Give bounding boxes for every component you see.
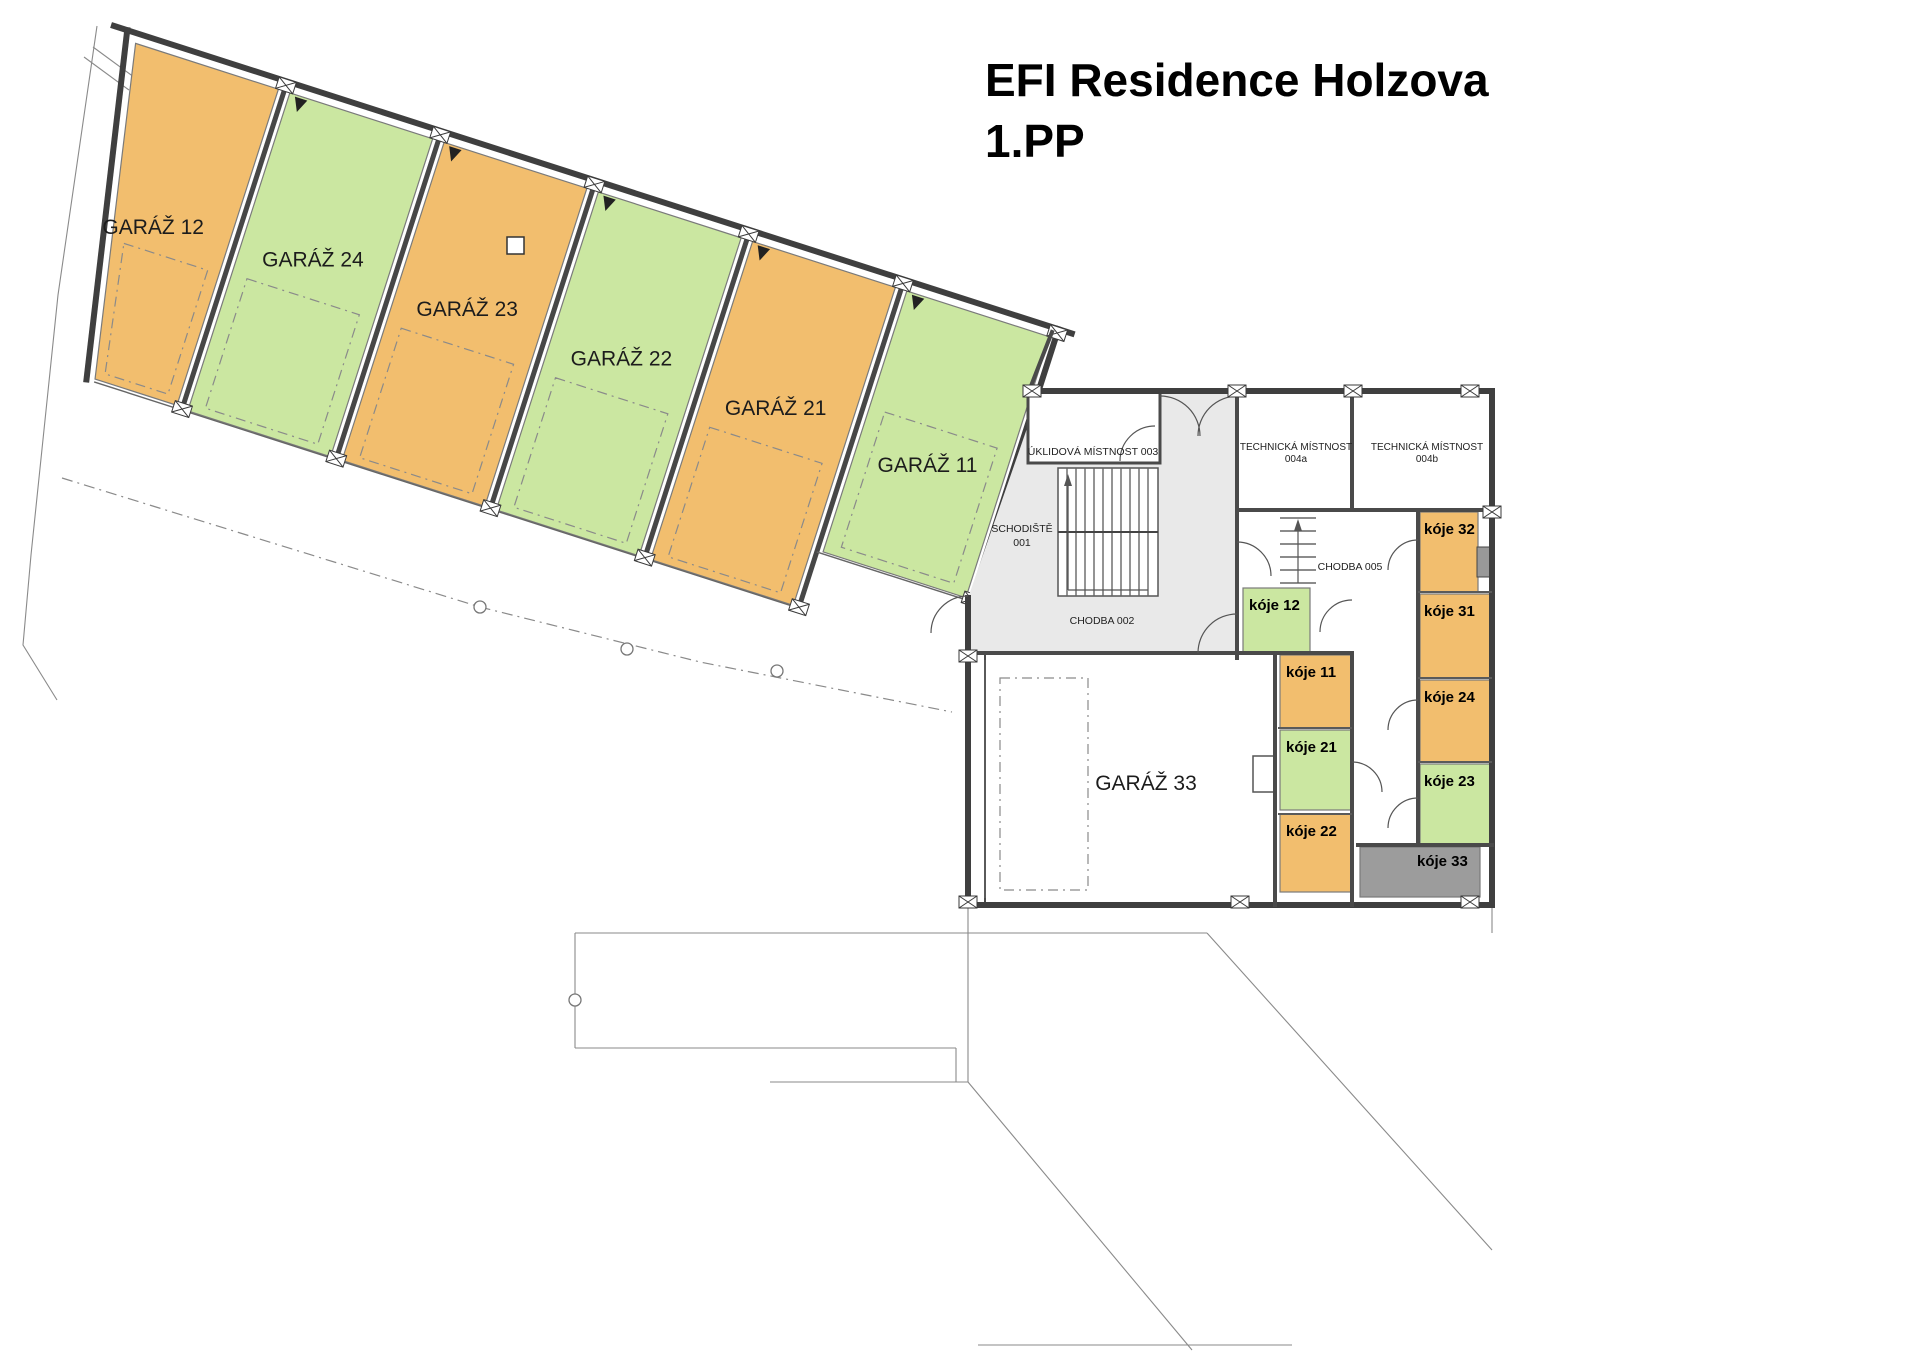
- garage-23-area[interactable]: [341, 141, 588, 508]
- parking-stall-outlines: [104, 242, 998, 594]
- room-technicka-004a-name: TECHNICKÁ MÍSTNOST: [1240, 440, 1352, 453]
- block-walls: [965, 329, 1495, 908]
- room-technicka-004b-number: 004b: [1416, 454, 1439, 465]
- room-technicka-004a-number: 004a: [1285, 454, 1308, 465]
- room-uklidova-label: ÚKLIDOVÁ MÍSTNOST 003: [1028, 445, 1159, 458]
- koje-33-label: kóje 33: [1417, 853, 1468, 870]
- room-chodba-002-label: CHODBA 002: [1070, 615, 1135, 627]
- koje-31-label: kóje 31: [1424, 603, 1475, 620]
- garage-21-label: GARÁŽ 21: [725, 397, 827, 420]
- garage-23-label: GARÁŽ 23: [416, 298, 518, 321]
- koje-24-label: kóje 24: [1424, 689, 1476, 706]
- garage-33-stall: [999, 677, 1089, 891]
- garage-24-label: GARÁŽ 24: [262, 248, 364, 271]
- koje-33-area[interactable]: [1359, 846, 1481, 898]
- koje-12-label: kóje 12: [1249, 597, 1300, 614]
- staircase-001: [1057, 467, 1159, 597]
- koje-22-label: kóje 22: [1286, 823, 1337, 840]
- garage-22-area[interactable]: [495, 191, 742, 557]
- door-arcs: [930, 395, 1419, 829]
- room-technicka-004b-name: TECHNICKÁ MÍSTNOST: [1371, 440, 1483, 453]
- garage-24-area[interactable]: [186, 92, 434, 458]
- room-chodba-005-label: CHODBA 005: [1318, 561, 1383, 573]
- column-marker: [506, 236, 525, 255]
- plan-title-line1: EFI Residence Holzova: [985, 54, 1489, 106]
- room-schodiste-name: SCHODIŠTĚ: [991, 522, 1052, 535]
- koje-21-label: kóje 21: [1286, 739, 1337, 756]
- garage-strip: GARÁŽ 12 GARÁŽ 24 GARÁŽ 23 GARÁŽ 22 GARÁ…: [83, 22, 1076, 617]
- garage-21-area[interactable]: [649, 240, 897, 607]
- garage-12-label: GARÁŽ 12: [102, 216, 204, 239]
- koje-31-area[interactable]: [1419, 593, 1493, 679]
- site-boundary-lines: [22, 25, 1493, 1351]
- koje-21-area[interactable]: [1279, 729, 1353, 811]
- koje-24-area[interactable]: [1419, 679, 1493, 763]
- room-schodiste-number: 001: [1013, 537, 1031, 549]
- koje-32-label: kóje 32: [1424, 521, 1475, 538]
- garage-33-label: GARÁŽ 33: [1095, 772, 1197, 795]
- koje-22-area[interactable]: [1279, 813, 1353, 893]
- koje-11-label: kóje 11: [1286, 664, 1336, 681]
- garage-33-area[interactable]: [984, 652, 1276, 906]
- garage-33-wall-stub: [1252, 755, 1276, 793]
- plan-title-line2: 1.PP: [985, 115, 1085, 167]
- koje-12-area[interactable]: [1242, 587, 1311, 653]
- vent-triangle-markers: [294, 96, 925, 311]
- mini-stair-005: [1280, 517, 1316, 584]
- garage-11-label: GARÁŽ 11: [877, 454, 977, 477]
- garage-11-area[interactable]: [822, 290, 1051, 599]
- koje-23-area[interactable]: [1419, 763, 1493, 845]
- room-uklidova-area: [1026, 389, 1162, 465]
- koje-23-label: kóje 23: [1424, 773, 1475, 790]
- garage-22-label: GARÁŽ 22: [571, 347, 673, 370]
